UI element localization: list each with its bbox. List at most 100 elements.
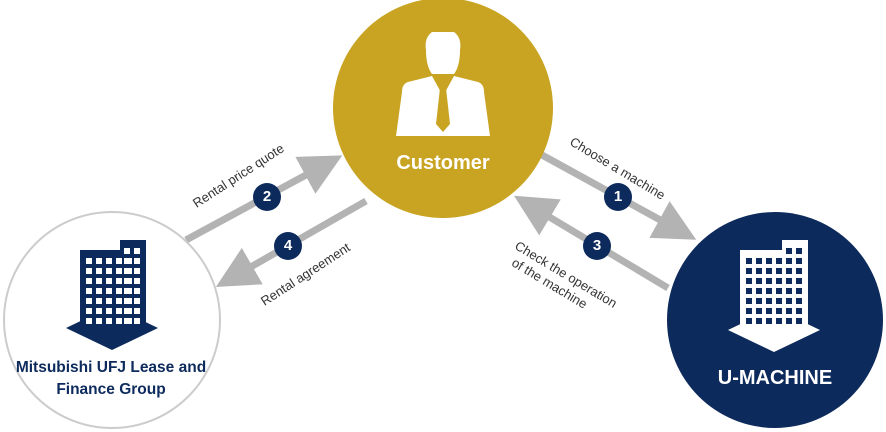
window xyxy=(96,288,102,294)
window xyxy=(786,288,792,294)
step-badge-4: 4 xyxy=(274,232,302,260)
window xyxy=(746,318,752,324)
window xyxy=(86,258,92,264)
window xyxy=(786,248,792,254)
window xyxy=(134,278,140,284)
window xyxy=(766,278,772,284)
window xyxy=(116,308,122,314)
window xyxy=(96,258,102,264)
window xyxy=(116,278,122,284)
window xyxy=(776,298,782,304)
window xyxy=(786,268,792,274)
window xyxy=(796,288,802,294)
window xyxy=(86,268,92,274)
customer-label: Customer xyxy=(396,152,490,174)
window xyxy=(756,258,762,264)
window xyxy=(124,318,130,324)
window xyxy=(796,318,802,324)
window xyxy=(796,268,802,274)
window xyxy=(776,288,782,294)
window xyxy=(106,318,112,324)
window xyxy=(124,268,130,274)
window xyxy=(746,288,752,294)
step-badge-1: 1 xyxy=(604,183,632,211)
window xyxy=(134,308,140,314)
mufg-label: Mitsubishi UFJ Lease and Finance Group xyxy=(4,357,218,401)
window xyxy=(756,288,762,294)
window xyxy=(134,258,140,264)
window xyxy=(96,318,102,324)
window xyxy=(134,298,140,304)
window xyxy=(746,258,752,264)
window xyxy=(134,288,140,294)
window xyxy=(124,258,130,264)
window xyxy=(134,318,140,324)
window xyxy=(756,318,762,324)
window xyxy=(776,318,782,324)
window xyxy=(116,318,122,324)
window xyxy=(746,298,752,304)
window xyxy=(796,298,802,304)
window xyxy=(124,308,130,314)
window xyxy=(116,298,122,304)
window xyxy=(106,288,112,294)
window xyxy=(766,298,772,304)
window xyxy=(116,268,122,274)
window xyxy=(786,278,792,284)
window xyxy=(776,278,782,284)
window xyxy=(106,298,112,304)
window xyxy=(106,308,112,314)
window xyxy=(96,308,102,314)
window xyxy=(86,298,92,304)
umachine-label: U-MACHINE xyxy=(717,367,833,389)
window xyxy=(746,268,752,274)
window xyxy=(786,318,792,324)
window xyxy=(86,318,92,324)
building-icon xyxy=(728,240,820,352)
window xyxy=(766,288,772,294)
step-badge-3: 3 xyxy=(583,232,611,260)
window xyxy=(766,258,772,264)
window xyxy=(106,268,112,274)
window xyxy=(786,258,792,264)
window xyxy=(766,268,772,274)
window xyxy=(746,308,752,314)
window xyxy=(96,298,102,304)
window xyxy=(124,298,130,304)
window xyxy=(124,278,130,284)
window xyxy=(756,268,762,274)
window xyxy=(124,288,130,294)
window xyxy=(796,278,802,284)
step-badge-2: 2 xyxy=(253,183,281,211)
building-icon xyxy=(66,240,158,350)
window xyxy=(124,248,130,254)
window xyxy=(746,278,752,284)
window xyxy=(116,258,122,264)
window xyxy=(86,288,92,294)
window xyxy=(766,318,772,324)
window xyxy=(756,278,762,284)
window xyxy=(776,268,782,274)
window xyxy=(116,288,122,294)
window xyxy=(786,298,792,304)
person-icon xyxy=(396,32,490,136)
window xyxy=(796,308,802,314)
window xyxy=(786,308,792,314)
window xyxy=(796,258,802,264)
window xyxy=(96,278,102,284)
window xyxy=(796,248,802,254)
window xyxy=(106,278,112,284)
mufg-label-line2: Finance Group xyxy=(56,381,166,398)
window xyxy=(106,258,112,264)
window xyxy=(86,278,92,284)
window xyxy=(96,268,102,274)
window xyxy=(134,248,140,254)
window xyxy=(756,298,762,304)
window xyxy=(86,308,92,314)
window xyxy=(756,308,762,314)
mufg-label-line1: Mitsubishi UFJ Lease and xyxy=(15,359,207,376)
window xyxy=(776,258,782,264)
window xyxy=(766,308,772,314)
window xyxy=(134,268,140,274)
